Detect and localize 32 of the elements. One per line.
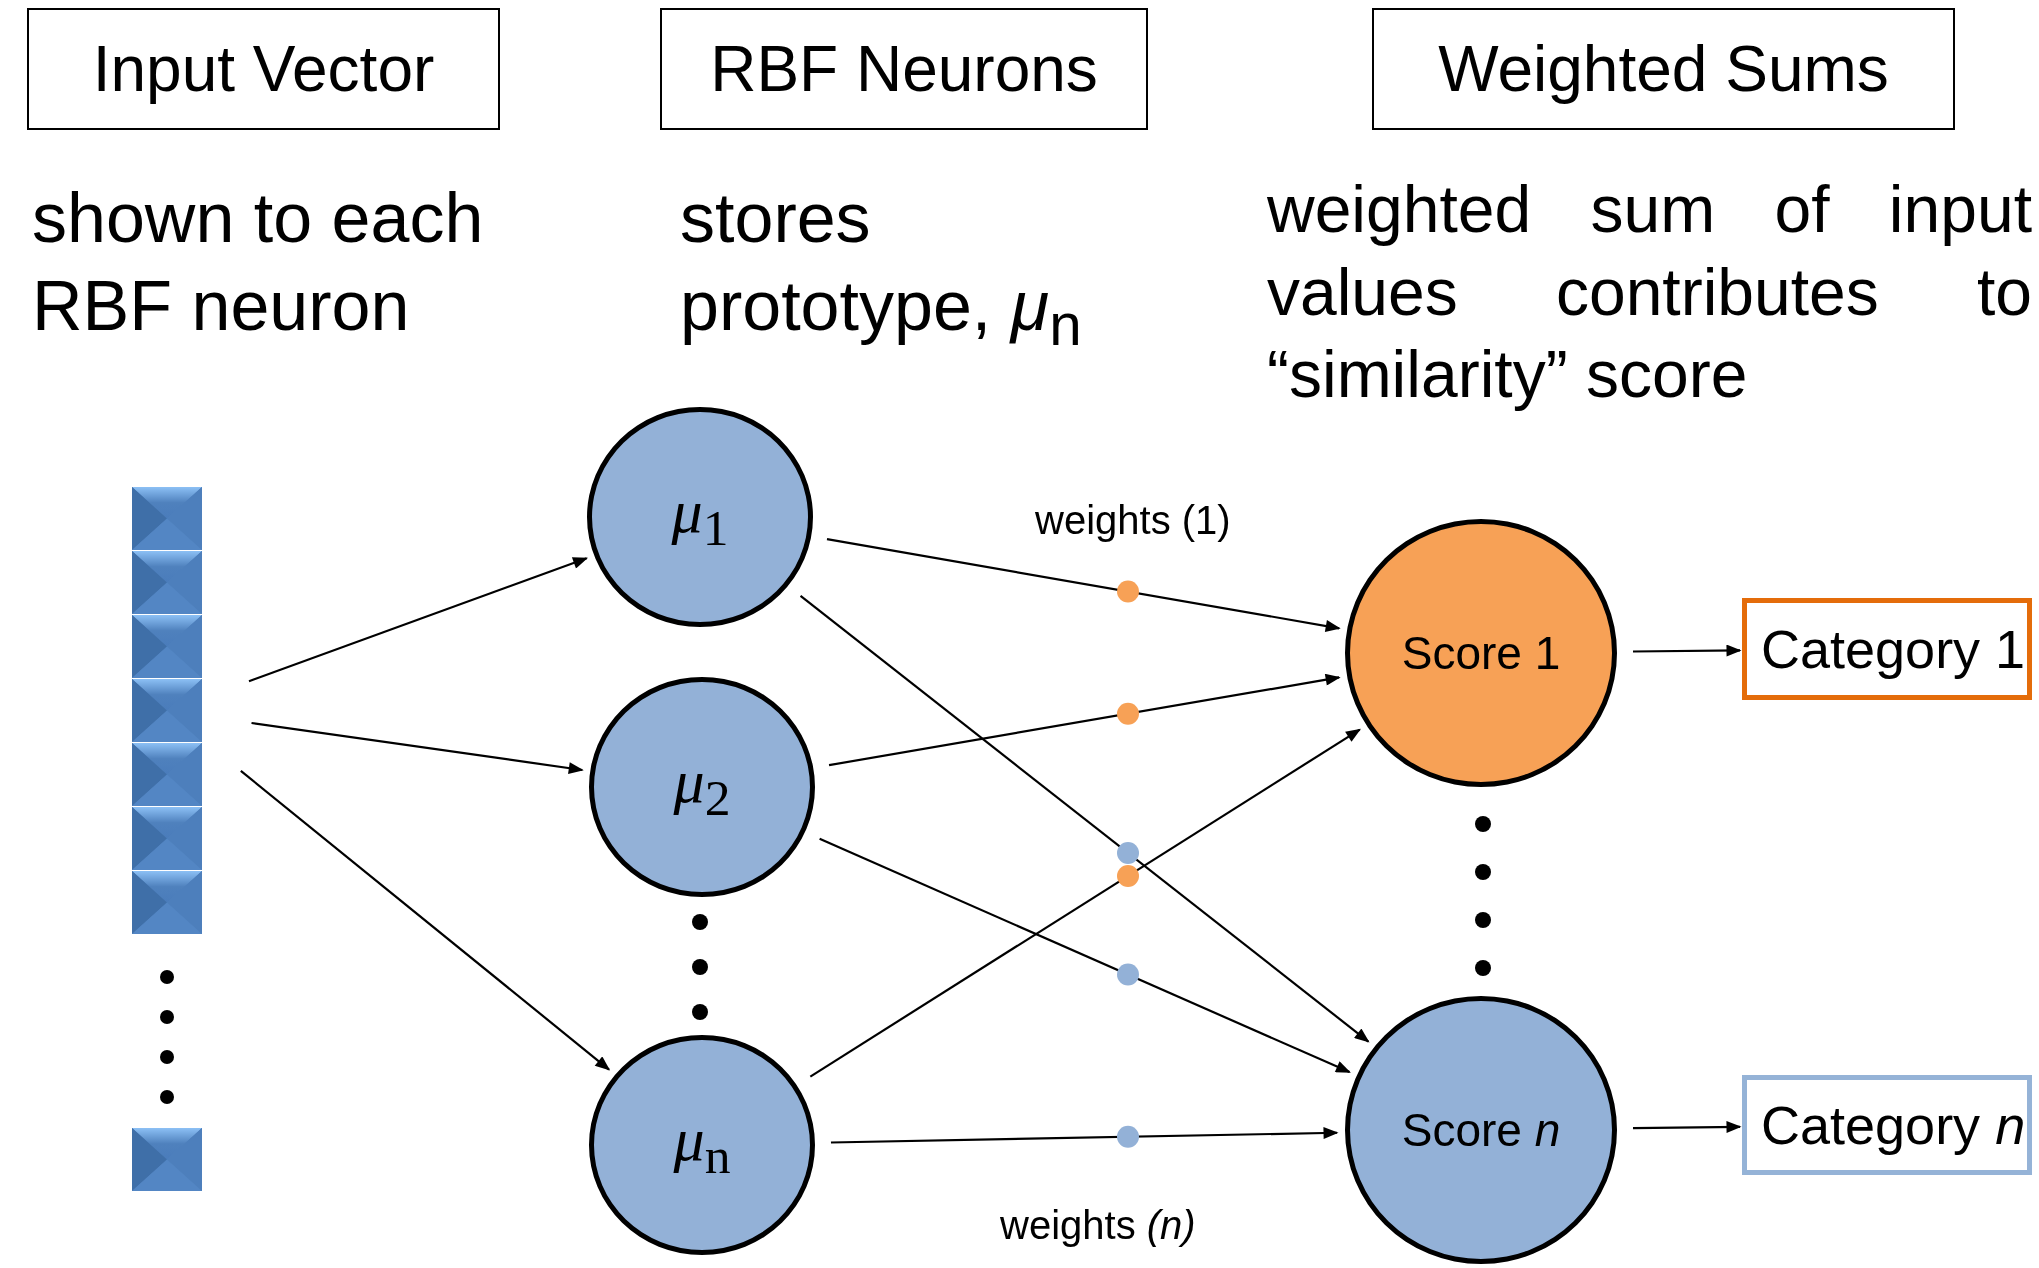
arrow [809, 728, 1361, 1078]
arrow [1632, 644, 1742, 657]
description-text: weighted sum of input values contributes to “similarity” score [1267, 171, 2032, 413]
heading-box [1372, 8, 1955, 130]
node-label: Score n [1401, 1103, 1561, 1157]
node-label: μ$_{1}$ [671, 476, 729, 558]
weight-label: weights (n) [1000, 1202, 1197, 1249]
node-label: Input Vector [92, 32, 435, 106]
input-vector-drawing [132, 487, 202, 1192]
node-label: Category 1 [1761, 618, 2026, 680]
arrow [828, 673, 1341, 767]
heading-box [660, 8, 1148, 130]
arrow [240, 770, 611, 1071]
arrow [826, 538, 1341, 632]
arrow [251, 721, 584, 775]
description-text: stores prototype, μ$_{n}$ [680, 178, 1083, 359]
node-label: Weighted Sums [1438, 32, 1889, 106]
node-label: RBF Neurons [710, 32, 1098, 106]
arrow [248, 557, 589, 683]
node-label: Score 1 [1401, 626, 1561, 680]
node-label: Category n [1761, 1094, 2026, 1156]
arrow [830, 1127, 1339, 1144]
weight-label: weights (1) [1035, 497, 1232, 544]
description-text: shown to each RBF neuron [32, 178, 485, 347]
heading-box [27, 8, 500, 130]
arrow [819, 837, 1351, 1074]
node-label: μ$_{n}$ [673, 1104, 731, 1186]
category-box [1742, 1075, 2032, 1175]
category-box [1742, 598, 2032, 700]
node-label: μ$_{2}$ [673, 746, 731, 828]
arrow [799, 595, 1370, 1043]
arrow [1632, 1121, 1742, 1133]
